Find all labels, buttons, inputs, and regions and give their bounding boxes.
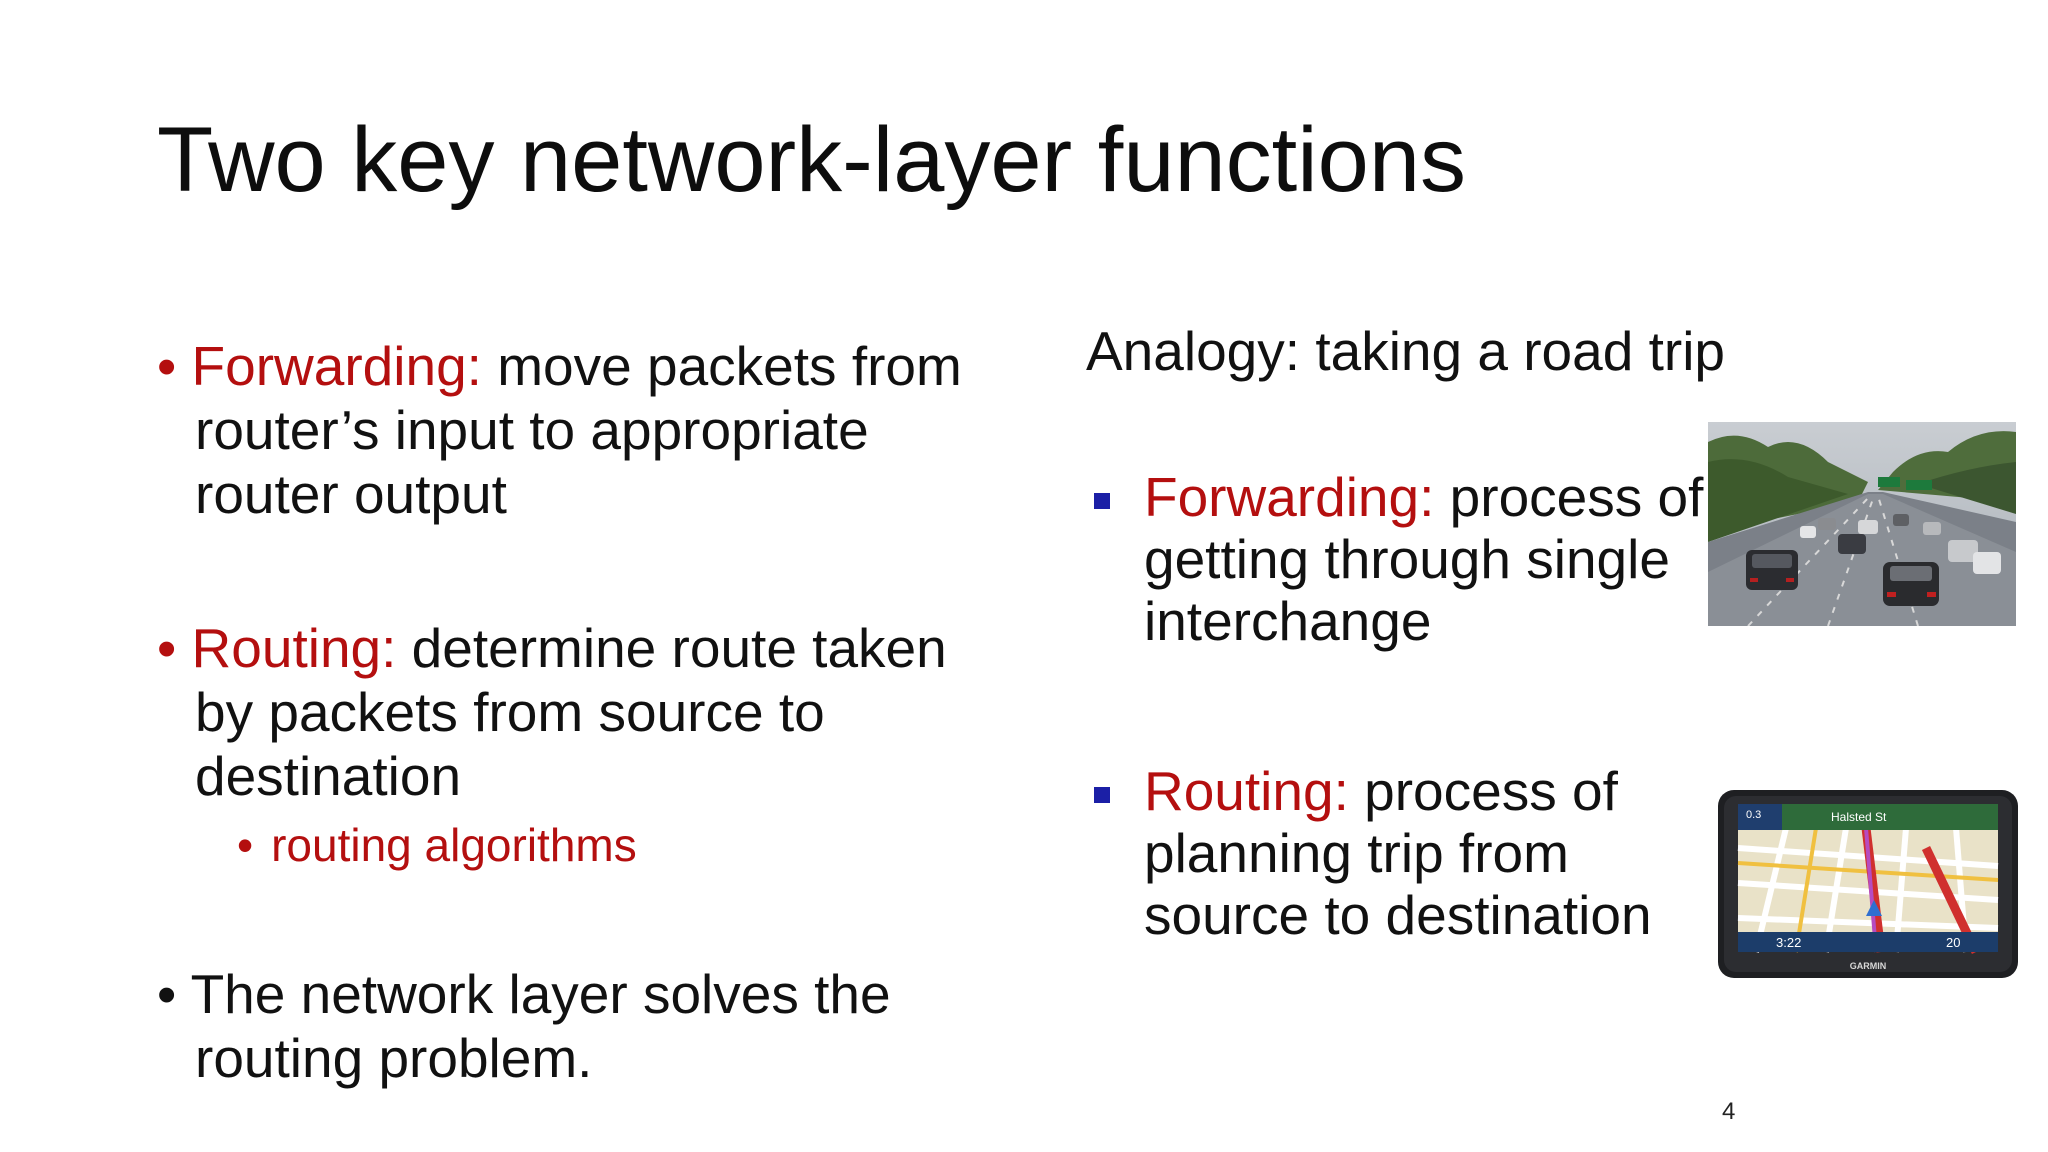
bullet-routing: • Routing: determine route taken by pack…	[157, 616, 977, 808]
bullet-marker: •	[157, 335, 177, 397]
bullet-marker: •	[157, 617, 177, 679]
bullet-forwarding: • Forwarding: move packets from router’s…	[157, 334, 977, 526]
gps-speed: 20	[1946, 935, 1960, 950]
left-column: • Forwarding: move packets from router’s…	[157, 334, 977, 1090]
routing-text: process of planning trip from source to …	[1144, 760, 1652, 946]
square-bullet-routing: Routing: process of planning trip from s…	[1086, 760, 1726, 946]
gps-device-image: 0.3 Halsted St 3:22 20 GARMIN	[1716, 788, 2020, 980]
forwarding-text: process of getting through single interc…	[1144, 466, 1704, 652]
sub-bullet-marker: •	[237, 819, 254, 871]
analogy-heading: Analogy: taking a road trip	[1086, 320, 1725, 382]
highway-photo-svg	[1708, 422, 2016, 626]
routing-term: Routing:	[1144, 760, 1349, 822]
routing-text: determine route taken by packets from so…	[195, 617, 947, 807]
gps-time: 3:22	[1776, 935, 1801, 950]
routing-algorithms-text: routing algorithms	[271, 819, 637, 871]
gps-distance: 0.3	[1746, 809, 1761, 821]
forwarding-text: move packets from router’s input to appr…	[195, 335, 962, 525]
routing-term: Routing:	[191, 617, 397, 679]
gps-brand: GARMIN	[1850, 961, 1887, 971]
square-bullet-icon	[1094, 493, 1110, 509]
gps-street: Halsted St	[1831, 810, 1887, 824]
right-column: Analogy: taking a road trip Forwarding: …	[1086, 320, 1726, 946]
slide-title: Two key network-layer functions	[157, 109, 1466, 211]
bullet-marker: •	[157, 963, 177, 1025]
forwarding-term: Forwarding:	[191, 335, 482, 397]
network-layer-text: The network layer solves the routing pro…	[190, 963, 891, 1089]
square-bullet-forwarding: Forwarding: process of getting through s…	[1086, 466, 1726, 652]
highway-photo	[1708, 422, 2016, 626]
square-bullet-icon	[1094, 787, 1110, 803]
forwarding-term: Forwarding:	[1144, 466, 1435, 528]
page-number: 4	[1722, 1098, 1736, 1125]
sub-bullet-routing-algorithms: • routing algorithms	[157, 816, 977, 874]
gps-device-svg: 0.3 Halsted St 3:22 20 GARMIN	[1718, 790, 2018, 978]
bullet-network-layer: • The network layer solves the routing p…	[157, 962, 977, 1090]
